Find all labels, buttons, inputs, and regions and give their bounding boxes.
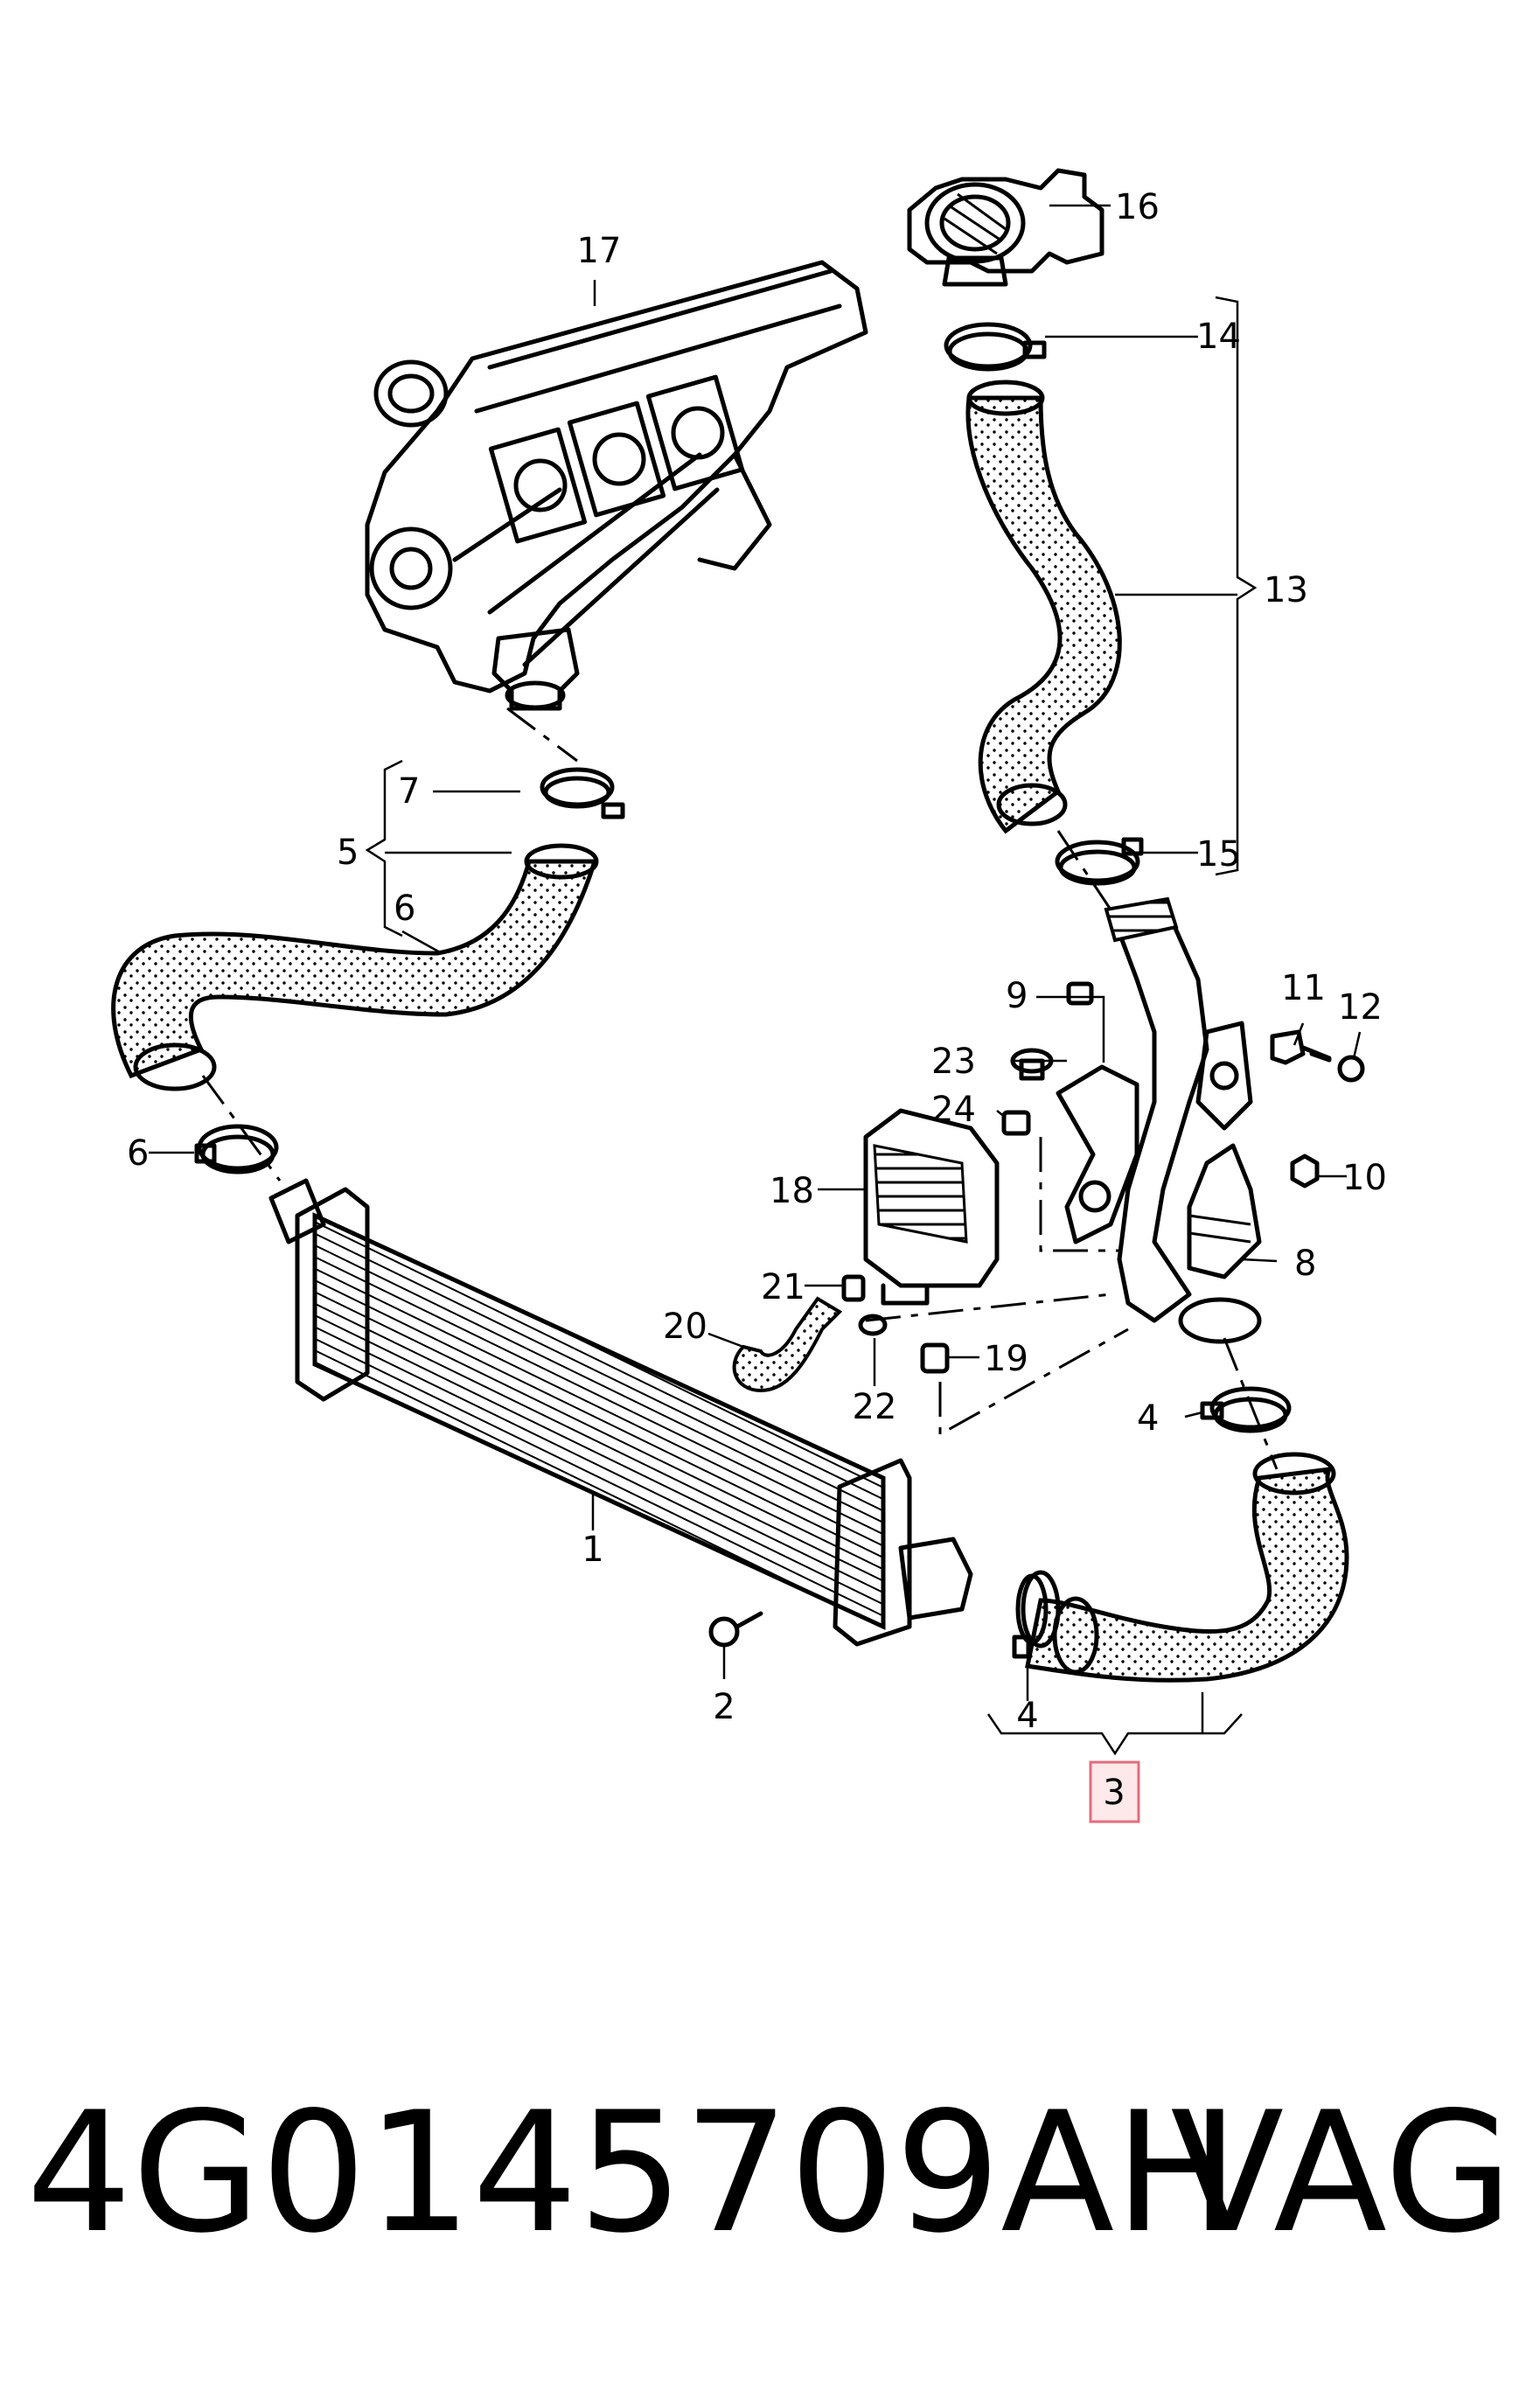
centerline <box>1223 1337 1279 1470</box>
hose-clamp-15 <box>1055 837 1144 886</box>
callout-18: 18 <box>770 1171 814 1211</box>
centerline <box>506 707 578 763</box>
lower-charge-air-hose <box>1025 1452 1349 1683</box>
callout-6-lower: 6 <box>127 1133 149 1174</box>
callout-21: 21 <box>761 1267 805 1307</box>
hose-20 <box>732 1296 843 1393</box>
callout-17: 17 <box>577 231 622 271</box>
callout-24: 24 <box>931 1090 976 1130</box>
highlight-box-3 <box>1089 1760 1140 1823</box>
footer: 4G0145709AH VAG <box>26 2086 1513 2278</box>
centerline <box>1039 1137 1119 1252</box>
callout-2: 2 <box>713 1687 735 1727</box>
callout-11: 11 <box>1281 968 1326 1008</box>
callout-4-upper: 4 <box>1137 1398 1159 1439</box>
callout-13: 13 <box>1264 570 1308 610</box>
intercooler <box>268 1178 973 1647</box>
hose-clamp-4-upper <box>1200 1386 1292 1433</box>
callout-22: 22 <box>853 1387 897 1427</box>
centerline <box>865 1293 1111 1322</box>
clip-21 <box>841 1274 866 1302</box>
upper-charge-air-hose <box>965 380 1122 834</box>
callout-16: 16 <box>1115 187 1160 227</box>
hose-clamp-14 <box>944 322 1047 372</box>
centerline <box>201 1075 282 1182</box>
callout-20: 20 <box>663 1307 707 1347</box>
hose-clamp-6 <box>194 1124 279 1175</box>
hose-clamp-4-lower <box>1012 1570 1061 1659</box>
throttle-body <box>907 168 1104 287</box>
callout-10: 10 <box>1342 1158 1387 1198</box>
nut-24 <box>1001 1110 1031 1136</box>
plug-19 <box>920 1342 950 1374</box>
turbocharger <box>365 260 868 711</box>
callout-1: 1 <box>582 1530 603 1570</box>
callout-14: 14 <box>1196 317 1241 357</box>
bolt-2 <box>708 1611 763 1648</box>
charge-air-pipe-bracket <box>1056 896 1262 1344</box>
part-number: 4G0145709AH <box>26 2076 1240 2269</box>
callout-8: 8 <box>1294 1244 1316 1284</box>
left-charge-air-hose <box>111 843 599 1091</box>
callout-5: 5 <box>337 833 359 873</box>
centerline <box>938 1328 1129 1437</box>
nut-10 <box>1290 1154 1320 1189</box>
callout-19: 19 <box>984 1339 1028 1379</box>
clip-22 <box>858 1314 888 1336</box>
callout-7: 7 <box>398 771 420 812</box>
callout-9: 9 <box>1006 976 1028 1016</box>
centerline <box>1056 830 1112 910</box>
callout-15: 15 <box>1196 834 1241 875</box>
hose-clamp-7 <box>540 767 625 819</box>
callout-4-lower: 4 <box>1016 1696 1038 1736</box>
leader-lines <box>149 204 1362 1756</box>
callout-3: 3 <box>1103 1773 1125 1813</box>
callout-6-upper: 6 <box>394 889 415 929</box>
bolt-12 <box>1309 1051 1365 1083</box>
brand-name: VAG <box>1170 2076 1513 2269</box>
bushing-23 <box>1010 1048 1054 1081</box>
resonator <box>863 1108 1000 1306</box>
nut-9 <box>1066 981 1094 1006</box>
callout-12: 12 <box>1338 987 1383 1028</box>
callout-23: 23 <box>931 1042 976 1082</box>
